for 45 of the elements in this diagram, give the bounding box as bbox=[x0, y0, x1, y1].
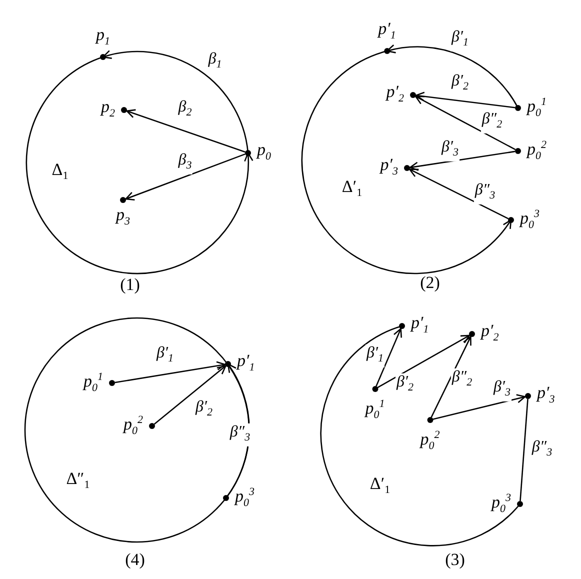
panel-number: (2) bbox=[420, 274, 440, 292]
region-label: Δ′$_{1}$ bbox=[370, 474, 390, 498]
arrow bbox=[377, 334, 470, 388]
edge-label: β″$_{3}$ bbox=[474, 181, 496, 205]
line-segment bbox=[520, 398, 528, 502]
point-label: p′$_{1}$ bbox=[411, 314, 429, 338]
arrow bbox=[125, 153, 246, 201]
panel-number: (3) bbox=[445, 551, 465, 569]
point-label: p′$_{1}$ bbox=[237, 352, 255, 376]
region-label: Δ″$_{1}$ bbox=[66, 470, 90, 494]
point-label: p′$_{3}$ bbox=[380, 156, 398, 180]
point-label: p′$_{2}$ bbox=[481, 322, 499, 346]
arrow bbox=[376, 328, 402, 386]
edge-label: β′$_{1}$ bbox=[450, 28, 470, 52]
edge-label: β′$_{3}$ bbox=[440, 138, 460, 162]
edge-label: β″$_{2}$ bbox=[480, 110, 504, 134]
arrow bbox=[114, 361, 226, 384]
arrow bbox=[415, 92, 516, 108]
panel-number: (1) bbox=[120, 276, 140, 294]
point-label: p′$_{3}$ bbox=[537, 384, 555, 408]
edge-label: β′$_{1}$ bbox=[366, 344, 384, 368]
arc-arrow bbox=[302, 50, 512, 274]
edge-label: β′$_{3}$ bbox=[492, 378, 512, 402]
point-label: p$_{0}$ bbox=[257, 140, 271, 164]
edge-label: β″$_{3}$ bbox=[228, 423, 252, 447]
arc-arrow bbox=[386, 44, 519, 108]
arc-line bbox=[320, 325, 520, 546]
point-label: p$_{2}$ bbox=[101, 98, 115, 122]
point-label: p$_{1}$ bbox=[96, 26, 110, 49]
arc-arrow bbox=[225, 363, 250, 498]
point-label: p′$_{1}$ bbox=[378, 20, 396, 43]
arrow bbox=[154, 365, 226, 425]
point-label: p$_{3}$ bbox=[116, 206, 130, 230]
point-label: p′$_{2}$ bbox=[386, 82, 404, 106]
arrow bbox=[432, 394, 526, 420]
arrow bbox=[409, 150, 516, 171]
region-label: Δ′$_{1}$ bbox=[342, 178, 362, 202]
arc-arrow bbox=[26, 56, 253, 274]
arrow bbox=[126, 109, 246, 153]
edge-label: β$_{3}$ bbox=[177, 151, 193, 175]
region-label: Δ$_{1}$ bbox=[52, 160, 68, 184]
arrow bbox=[430, 336, 472, 418]
arrow bbox=[415, 96, 516, 150]
arrow bbox=[409, 168, 509, 220]
panel-number: (4) bbox=[125, 551, 145, 569]
